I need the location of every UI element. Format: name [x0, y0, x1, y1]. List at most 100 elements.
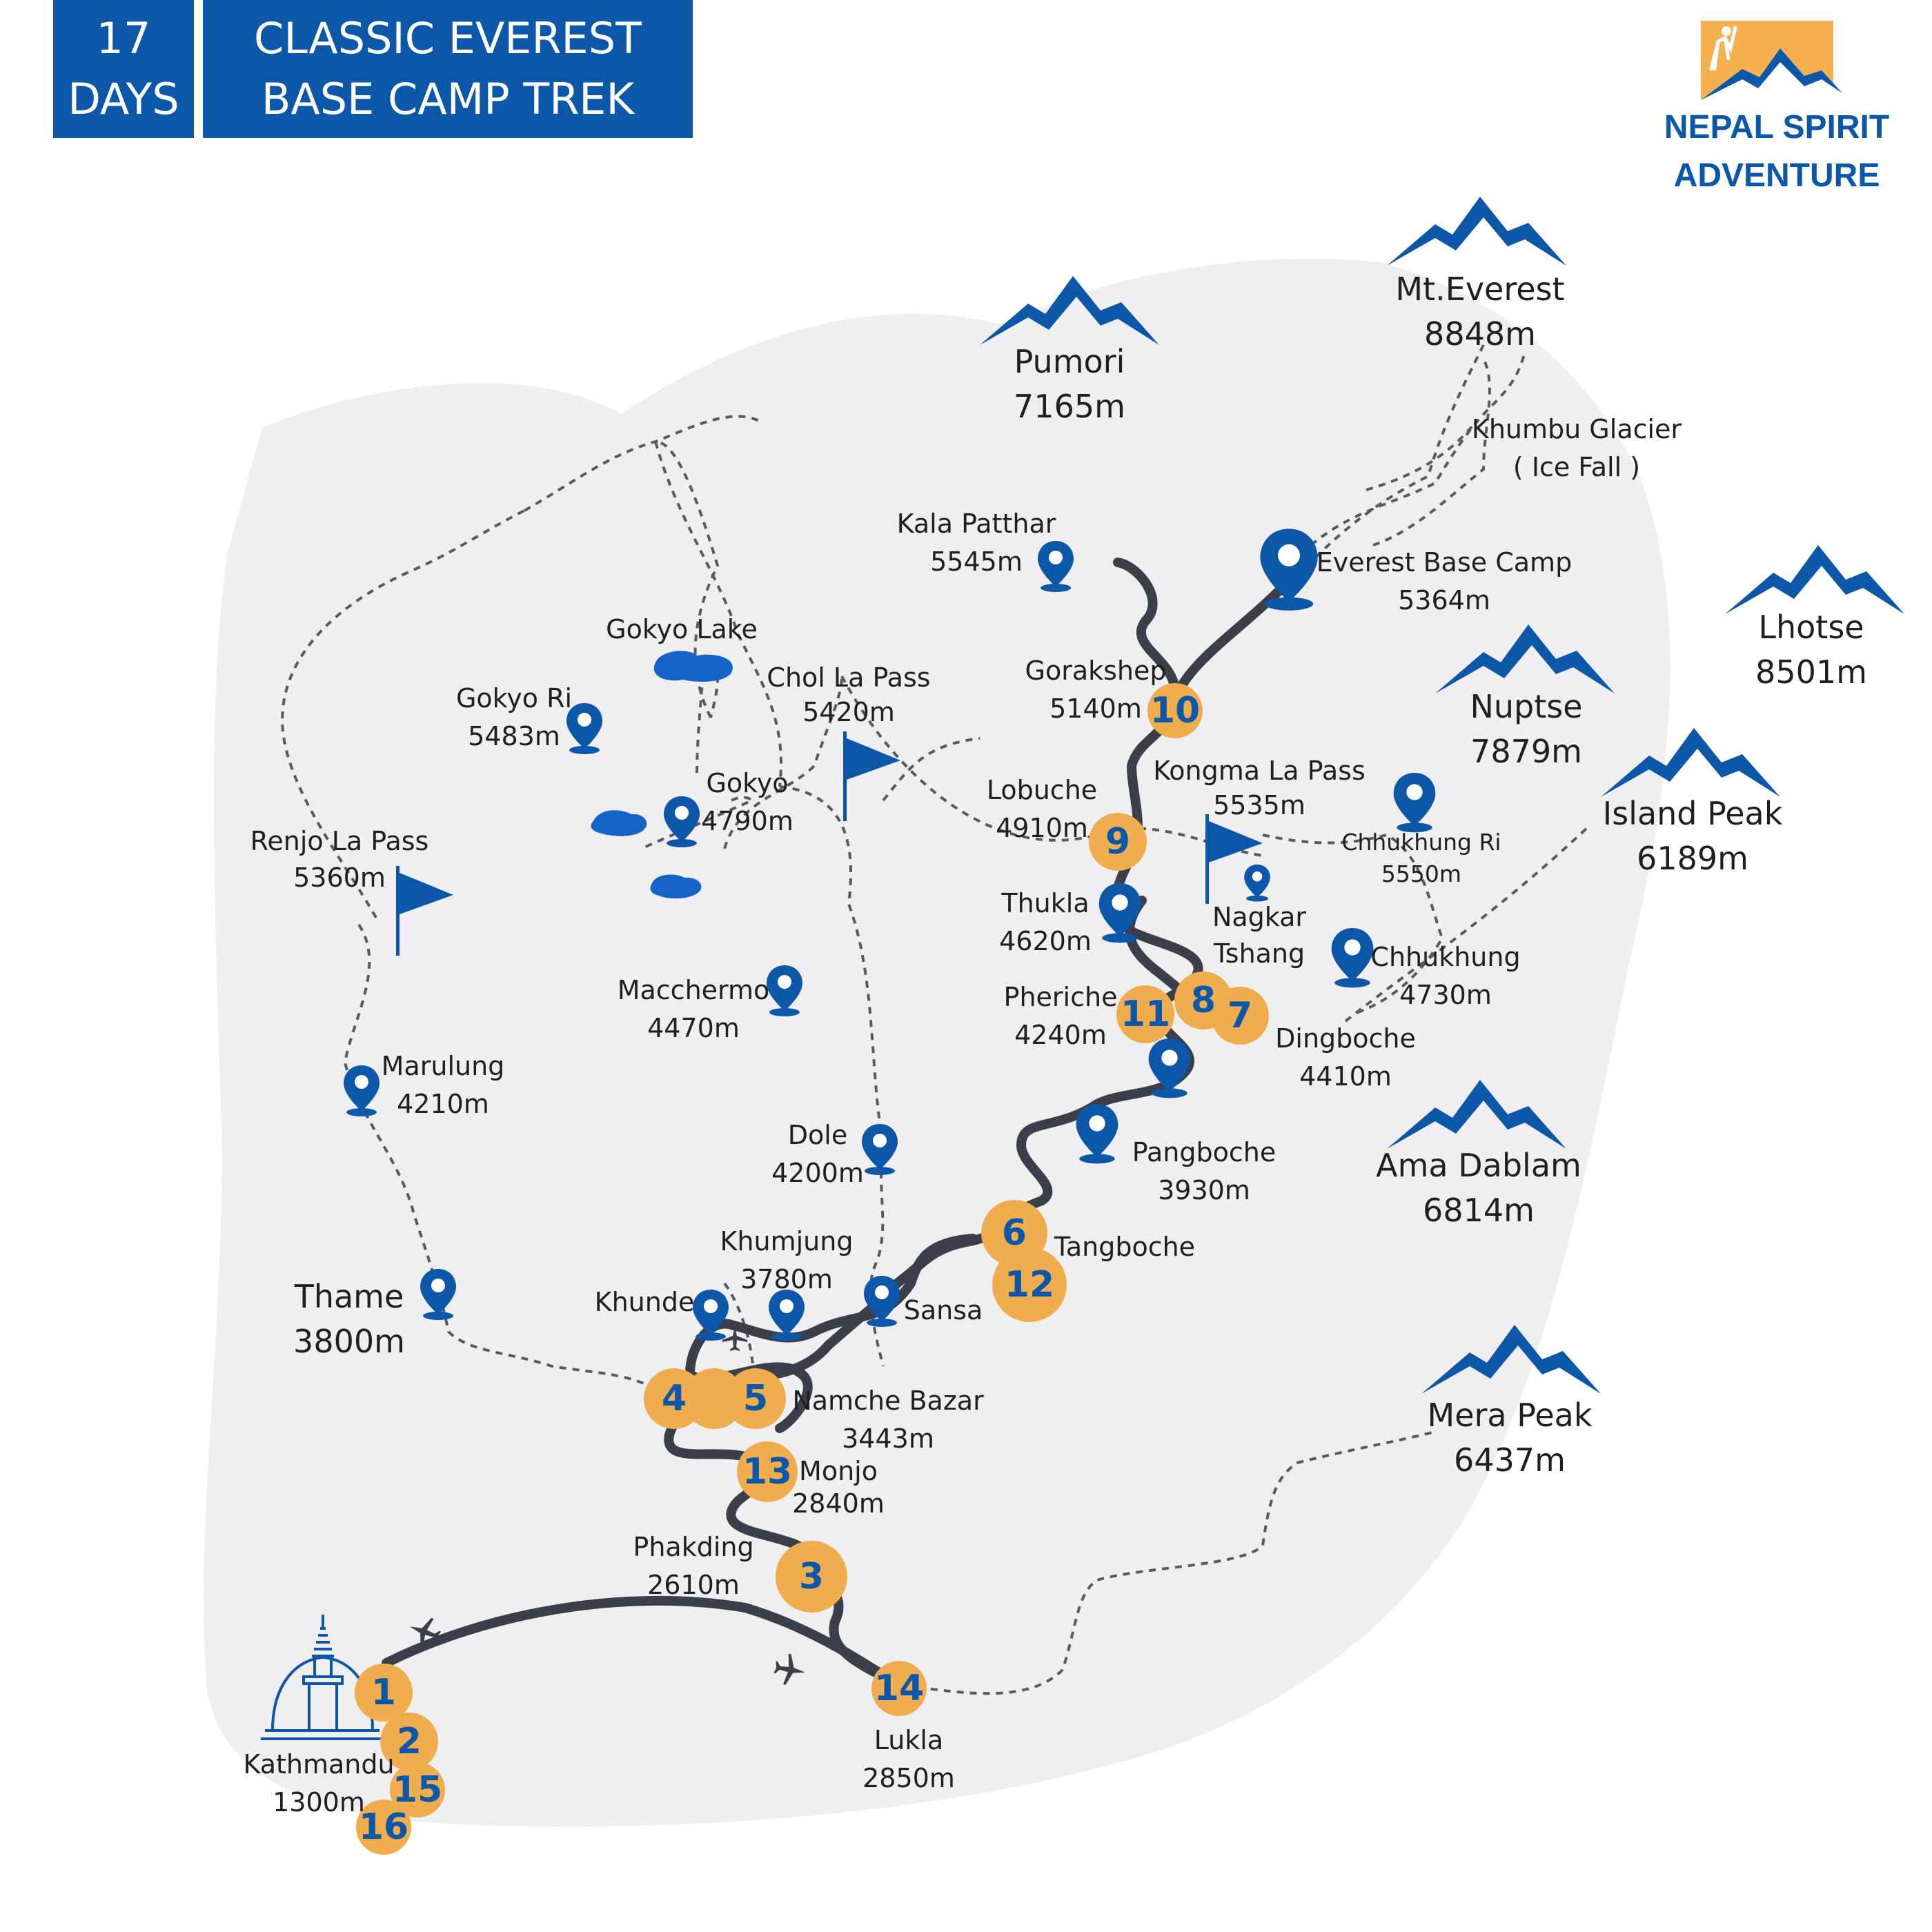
- title-line-2: BASE CAMP TREK: [261, 74, 635, 124]
- lake-shape-2: [591, 810, 647, 836]
- day-marker-5: 5: [743, 1378, 768, 1419]
- day-circle: [737, 1441, 798, 1502]
- day-circle: [390, 1762, 445, 1817]
- gorakshep-elev: 5140m: [1049, 693, 1142, 724]
- day-marker-13: 13: [742, 1451, 792, 1492]
- renjo-la-pass-label: Renjo La Pass: [250, 826, 429, 856]
- kala-patthar-label: Kala Patthar: [897, 509, 1056, 539]
- everest-base-camp-label: Everest Base Camp: [1317, 547, 1572, 578]
- gokyo-label: Gokyo: [706, 768, 788, 798]
- peak-elev-lhotse: 8501m: [1755, 653, 1867, 691]
- gokyo-lake-shape: [653, 651, 733, 682]
- dingboche-label: Dingboche: [1275, 1023, 1416, 1054]
- kongma-la-pass-label: Kongma La Pass: [1153, 756, 1366, 786]
- lukla-label: Lukla: [874, 1725, 943, 1755]
- peak-name-island-peak: Island Peak: [1603, 795, 1783, 832]
- phakding-label: Phakding: [633, 1532, 753, 1562]
- lukla-elev: 2850m: [862, 1763, 955, 1793]
- gokyo-lake-label: Gokyo Lake: [606, 614, 758, 644]
- kala-patthar-elev: 5545m: [930, 546, 1023, 577]
- marulung-elev: 4210m: [397, 1089, 489, 1119]
- days-number: 17: [96, 13, 151, 63]
- day-marker-1: 1: [371, 1672, 396, 1713]
- khumbu-glacier-label: Khumbu Glacier: [1472, 414, 1682, 444]
- nagkar-tshang-label: Nagkar: [1212, 902, 1306, 932]
- pangboche-elev: 3930m: [1158, 1175, 1250, 1205]
- day-circle: [1174, 972, 1232, 1029]
- day-circle: [1089, 813, 1147, 871]
- marulung-label: Marulung: [382, 1051, 505, 1081]
- day-circle: [776, 1541, 847, 1613]
- day-marker-12: 12: [1005, 1264, 1054, 1305]
- day-marker-9: 9: [1105, 821, 1130, 862]
- chhukhung-ri-label: Chhukhung Ri: [1341, 829, 1501, 856]
- dingboche-elev: 4410m: [1299, 1061, 1392, 1092]
- trek-days-badge: 17 DAYS: [53, 0, 194, 138]
- day-marker-7: 7: [1228, 995, 1252, 1036]
- peak-elev-nuptse: 7879m: [1470, 733, 1582, 770]
- title-line-1: CLASSIC EVEREST: [254, 13, 642, 63]
- side-trails: [281, 344, 1588, 1695]
- macchermo-elev: 4470m: [647, 1013, 740, 1043]
- chhukhung-ri-elev: 5550m: [1381, 860, 1461, 887]
- thame-label: Thame: [294, 1278, 404, 1315]
- khumbu-glacier-note: ( Ice Fall ): [1513, 452, 1640, 482]
- terrain-shading: [204, 258, 1670, 1827]
- day-circle: [380, 1713, 438, 1771]
- macchermo-label: Macchermo: [618, 975, 770, 1005]
- peak-elev-island-peak: 6189m: [1637, 840, 1748, 877]
- day-marker-16: 16: [359, 1806, 408, 1848]
- thukla-label: Thukla: [1000, 888, 1089, 918]
- day-marker-10: 10: [1150, 690, 1200, 731]
- peak-name-ama-dablam: Ama Dablam: [1376, 1147, 1581, 1184]
- brand-logo-icon: [1701, 21, 1842, 100]
- lobuche-elev: 4910m: [996, 813, 1088, 843]
- namche-bazar-elev: 3443m: [842, 1423, 934, 1454]
- kongma-la-pass-elev: 5535m: [1213, 790, 1305, 820]
- everest-base-camp-elev: 5364m: [1398, 585, 1490, 615]
- thame-elev: 3800m: [293, 1323, 405, 1360]
- brand-line-2: ADVENTURE: [1673, 157, 1880, 194]
- day-marker-4: 4: [662, 1378, 687, 1419]
- day-marker-15: 15: [393, 1769, 442, 1811]
- brand-name: NEPAL SPIRIT ADVENTURE: [1635, 103, 1918, 200]
- day-marker-6: 6: [1002, 1212, 1027, 1254]
- lake-shape-3: [650, 874, 702, 899]
- namche-bazar-label: Namche Bazar: [792, 1386, 984, 1416]
- nagkar-tshang-label-2: Tshang: [1213, 938, 1305, 969]
- day-circle: [1147, 683, 1203, 738]
- monjo-label: Monjo: [799, 1456, 878, 1486]
- day-circle: [355, 1664, 413, 1722]
- phakding-elev: 2610m: [647, 1570, 740, 1600]
- chhukhung-elev: 4730m: [1399, 980, 1492, 1010]
- khumjung-elev: 3780m: [740, 1264, 833, 1294]
- peak-elev-ama-dablam: 6814m: [1423, 1192, 1535, 1229]
- peak-name-lhotse: Lhotse: [1758, 609, 1864, 646]
- dole-elev: 4200m: [771, 1158, 864, 1188]
- peak-name-mera-peak: Mera Peak: [1428, 1397, 1593, 1434]
- peak-elev-mera-peak: 6437m: [1454, 1441, 1566, 1479]
- tangboche-label: Tangboche: [1054, 1232, 1195, 1262]
- chol-la-pass-elev: 5420m: [802, 697, 895, 727]
- renjo-la-pass-elev: 5360m: [293, 862, 386, 893]
- kathmandu-stupa-icon: [261, 1615, 386, 1740]
- peak-elev-everest: 8848m: [1424, 315, 1536, 353]
- day-circles: [355, 683, 1269, 1855]
- everest-mountain-icon: [1387, 197, 1566, 266]
- pheriche-label: Pheriche: [1004, 982, 1118, 1012]
- kathmandu-elev: 1300m: [273, 1787, 365, 1817]
- peak-name-everest: Mt.Everest: [1395, 270, 1564, 308]
- lobuche-label: Lobuche: [987, 775, 1097, 805]
- day-marker-14: 14: [874, 1668, 924, 1709]
- kathmandu-label: Kathmandu: [243, 1749, 394, 1780]
- day-circle: [992, 1248, 1067, 1322]
- brand-line-1: NEPAL SPIRIT: [1664, 109, 1890, 146]
- day-marker-3: 3: [799, 1556, 824, 1597]
- gokyo-ri-elev: 5483m: [468, 721, 560, 751]
- day-marker-8: 8: [1191, 980, 1216, 1021]
- gokyo-ri-label: Gokyo Ri: [456, 683, 572, 713]
- dole-label: Dole: [788, 1120, 847, 1150]
- thukla-elev: 4620m: [999, 926, 1092, 956]
- pangboche-label: Pangboche: [1132, 1137, 1276, 1167]
- day-circle: [871, 1661, 927, 1716]
